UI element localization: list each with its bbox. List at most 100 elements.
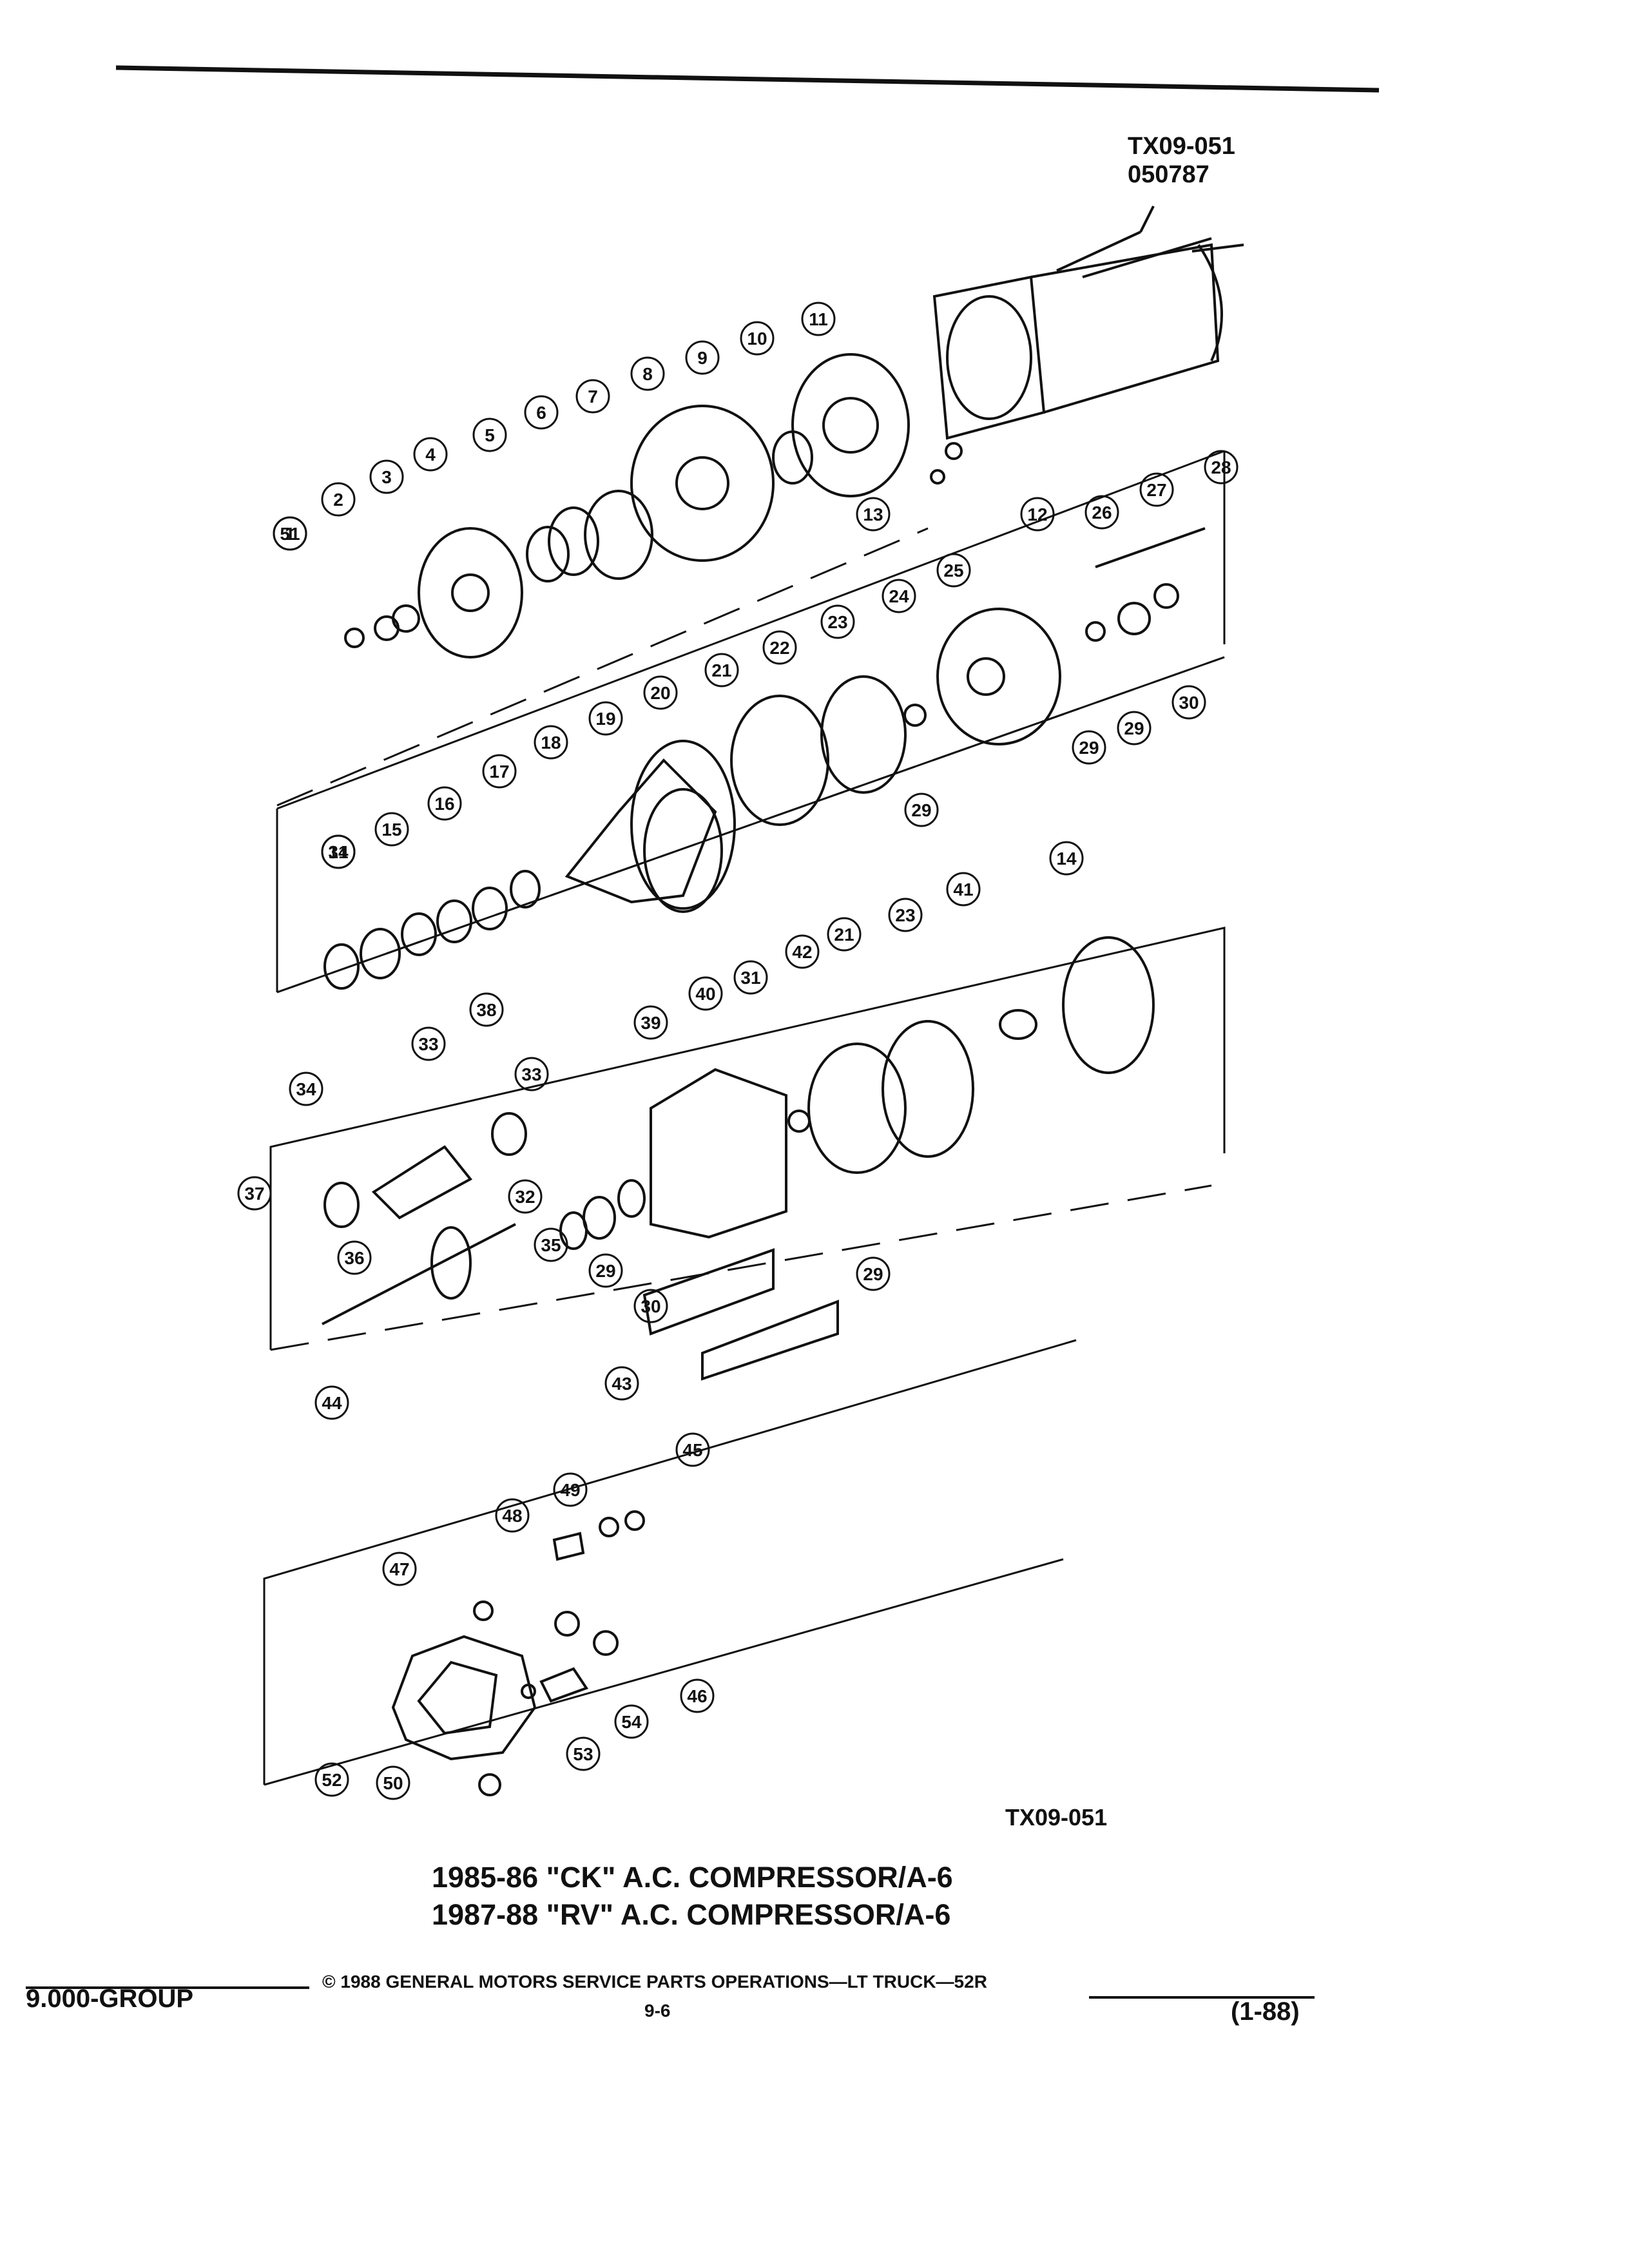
callout-circle — [688, 976, 723, 1011]
callout-10: 10 — [740, 321, 775, 356]
callout-number: 29 — [1124, 718, 1144, 738]
callout-4: 4 — [413, 437, 448, 472]
callout-number: 39 — [641, 1013, 660, 1033]
callout-number: 49 — [560, 1480, 580, 1500]
callout-circle — [566, 1736, 601, 1771]
callout-number: 5 — [485, 425, 495, 445]
callout-13: 13 — [856, 497, 891, 532]
callout-number: 48 — [502, 1506, 522, 1526]
callout-number: 34 — [296, 1079, 316, 1099]
callout-number: 29 — [1079, 738, 1099, 758]
callout-8: 8 — [630, 356, 665, 391]
callout-number: 7 — [588, 387, 598, 407]
callout-40: 40 — [688, 976, 723, 1011]
callout-47: 47 — [382, 1552, 417, 1586]
callout-circle — [575, 379, 610, 414]
callout-circle — [946, 872, 981, 907]
callout-circle — [553, 1472, 588, 1507]
callout-number: 17 — [489, 762, 509, 782]
callout-12: 12 — [1020, 497, 1055, 532]
callout-number: 4 — [425, 445, 436, 465]
title-line-2: 1987-88 "RV" A.C. COMPRESSOR/A-6 — [432, 1898, 951, 1931]
callout-30: 30 — [633, 1289, 668, 1323]
callout-number: 11 — [809, 309, 828, 329]
callout-circle — [630, 356, 665, 391]
callout-33: 33 — [411, 1026, 446, 1061]
callout-circle — [469, 992, 504, 1027]
callout-circle — [382, 1552, 417, 1586]
callout-18: 18 — [534, 725, 568, 760]
callout-number: 33 — [521, 1064, 541, 1084]
callout-circle — [604, 1366, 639, 1401]
callout-35: 35 — [534, 1227, 568, 1262]
callout-29: 29 — [1117, 711, 1152, 745]
callout-number: 50 — [383, 1773, 403, 1793]
callout-circle — [785, 934, 820, 969]
callout-circle — [534, 725, 568, 760]
callout-circle — [762, 630, 797, 665]
callout-20: 20 — [643, 675, 678, 710]
callout-29: 29 — [904, 793, 939, 827]
callout-15: 15 — [374, 812, 409, 847]
callout-circle — [1139, 472, 1174, 507]
diagram-title: 1985-86 "CK" A.C. COMPRESSOR/A-6 1987-88… — [432, 1859, 953, 1934]
callout-number: 8 — [642, 364, 653, 384]
callout-32: 32 — [508, 1179, 543, 1214]
callout-number: 3 — [381, 467, 392, 487]
callout-23: 23 — [820, 604, 855, 639]
callout-33: 33 — [514, 1057, 549, 1091]
callout-number: 51 — [280, 524, 300, 544]
callout-circle — [472, 418, 507, 452]
callout-number: 21 — [834, 925, 854, 945]
callout-number: 21 — [711, 660, 731, 680]
callout-number: 29 — [595, 1261, 615, 1281]
footer-group: 9.000-GROUP — [26, 1984, 194, 2013]
callout-number: 20 — [650, 683, 670, 703]
callout-48: 48 — [495, 1498, 530, 1533]
callout-circle — [374, 812, 409, 847]
callout-number: 27 — [1146, 480, 1166, 500]
callout-number: 29 — [863, 1264, 883, 1284]
callout-circle — [321, 482, 356, 517]
callout-51: 51 — [273, 516, 307, 551]
callout-circle — [314, 1762, 349, 1797]
footer-copyright: © 1988 GENERAL MOTORS SERVICE PARTS OPER… — [322, 1972, 987, 1992]
callout-circle — [588, 701, 623, 736]
callout-circle — [856, 497, 891, 532]
callout-circle — [1084, 495, 1119, 530]
row2-parts — [323, 527, 1206, 990]
callout-circle — [376, 1765, 410, 1800]
callout-number: 31 — [328, 842, 348, 862]
callout-number: 43 — [612, 1374, 631, 1394]
callout-number: 16 — [434, 794, 454, 814]
callout-5: 5 — [472, 418, 507, 452]
callout-45: 45 — [675, 1432, 710, 1467]
callout-circle — [685, 340, 720, 375]
callout-26: 26 — [1084, 495, 1119, 530]
callout-number: 46 — [687, 1686, 707, 1706]
callout-number: 2 — [333, 490, 343, 510]
callout-19: 19 — [588, 701, 623, 736]
callout-number: 24 — [889, 586, 909, 606]
callout-41: 41 — [946, 872, 981, 907]
callout-28: 28 — [1204, 450, 1239, 485]
callout-number: 26 — [1092, 503, 1112, 523]
callout-22: 22 — [762, 630, 797, 665]
callout-number: 44 — [322, 1393, 342, 1413]
callout-29: 29 — [856, 1256, 891, 1291]
callout-number: 37 — [244, 1184, 264, 1204]
title-line-1: 1985-86 "CK" A.C. COMPRESSOR/A-6 — [432, 1861, 953, 1894]
callout-number: 19 — [595, 709, 615, 729]
reference-code: TX09-051 — [1128, 133, 1235, 160]
front-clutch-parts — [344, 353, 963, 658]
callout-number: 14 — [1056, 849, 1077, 869]
callout-21: 21 — [704, 653, 739, 687]
callout-34: 34 — [289, 1072, 323, 1106]
callout-number: 30 — [1179, 693, 1199, 713]
callout-number: 53 — [573, 1744, 593, 1764]
callout-circle — [801, 302, 836, 336]
callout-circle — [314, 1385, 349, 1420]
callout-42: 42 — [785, 934, 820, 969]
